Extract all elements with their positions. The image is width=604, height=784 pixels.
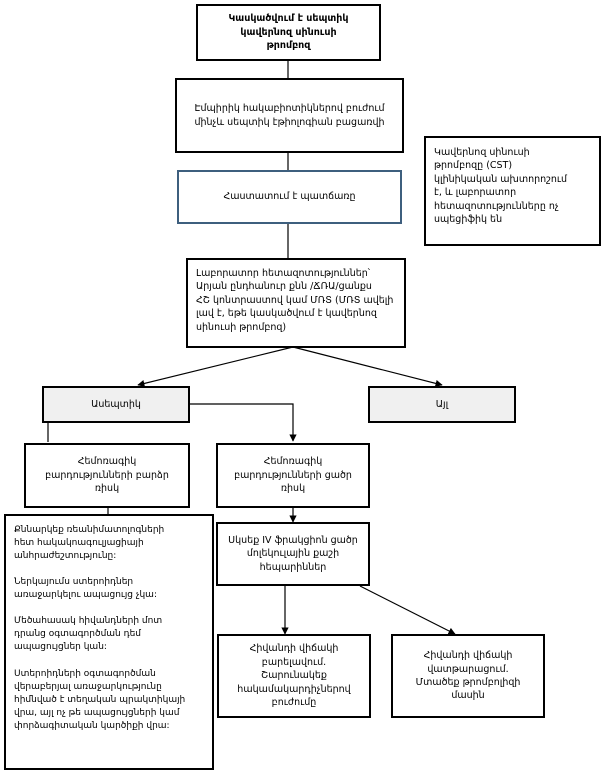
wire-lab-to-other [292, 346, 443, 387]
node-condition-worsens: Հիվանդի վիճակի վատթարացում. Մտածեք թրոմբ… [391, 634, 545, 718]
wire-heparin-to-worsen [359, 585, 456, 635]
node-high-hemorrhagic-risk: Հեմոռագիկ բարդությունների բարձր ռիսկ [24, 443, 190, 508]
node-lab-investigations: Լաբորատոր հետազոտություններ՝ Արյան ընդհա… [186, 258, 406, 348]
node-other: Այլ [368, 386, 516, 423]
wire-aseptic-to-lowrisk [190, 403, 297, 442]
node-aseptic: Ասեպտիկ [42, 386, 190, 423]
node-empiric-antibiotics: Էմպիրիկ հակաբիոտիկներով բուժում մինչև սե… [175, 78, 404, 153]
node-condition-improves: Հիվանդի վիճակի բարելավում. Շարունակեք հա… [217, 634, 371, 718]
node-start-iv-heparin: Սկսեք IV ֆրակցիոն ցածր մոլեկուլային քաշի… [216, 522, 370, 586]
node-cst-clinical-note: Կավերնոզ սինուսի թրոմբոզը (CST) կլինիկակ… [424, 136, 601, 246]
node-low-hemorrhagic-risk: Հեմոռագիկ բարդությունների ցածր ռիսկ [216, 443, 370, 508]
node-clinical-advice: Քննարկեք ռեանիմատոլոգների հետ հակակոագու… [4, 514, 214, 770]
wire-lab-to-aseptic [137, 346, 294, 387]
node-confirm-cause: Հաստատում է պատճառը [177, 170, 402, 224]
node-suspected-cst: Կասկածվում է սեպտիկ կավերնոզ սինուսի թրո… [196, 4, 381, 61]
